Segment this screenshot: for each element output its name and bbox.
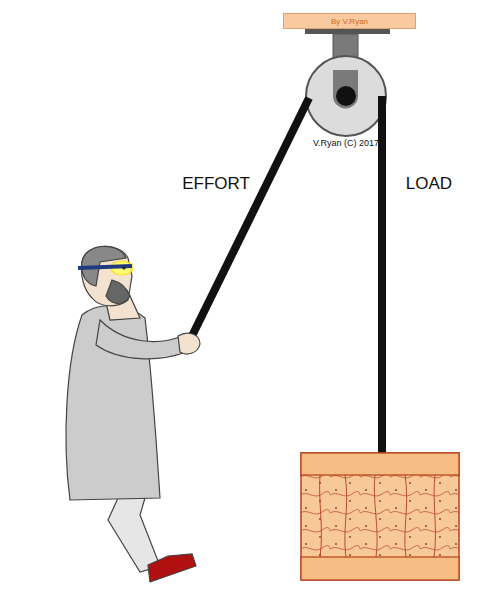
bracket-arm xyxy=(333,70,358,109)
load-rope xyxy=(378,96,386,454)
copyright-note: V.Ryan (C) 2017 xyxy=(313,138,379,148)
person-figure xyxy=(66,246,200,582)
effort-rope xyxy=(192,98,309,336)
wooden-crate xyxy=(301,453,459,580)
load-label: LOAD xyxy=(406,174,452,194)
effort-label: EFFORT xyxy=(182,174,250,194)
mount-plate xyxy=(305,29,390,34)
pulley-bracket xyxy=(333,34,358,109)
pulley-axle xyxy=(336,86,356,106)
credit-text: By V.Ryan xyxy=(331,17,368,26)
ceiling-board: By V.Ryan xyxy=(283,13,416,29)
pulley-wheel xyxy=(306,56,386,136)
